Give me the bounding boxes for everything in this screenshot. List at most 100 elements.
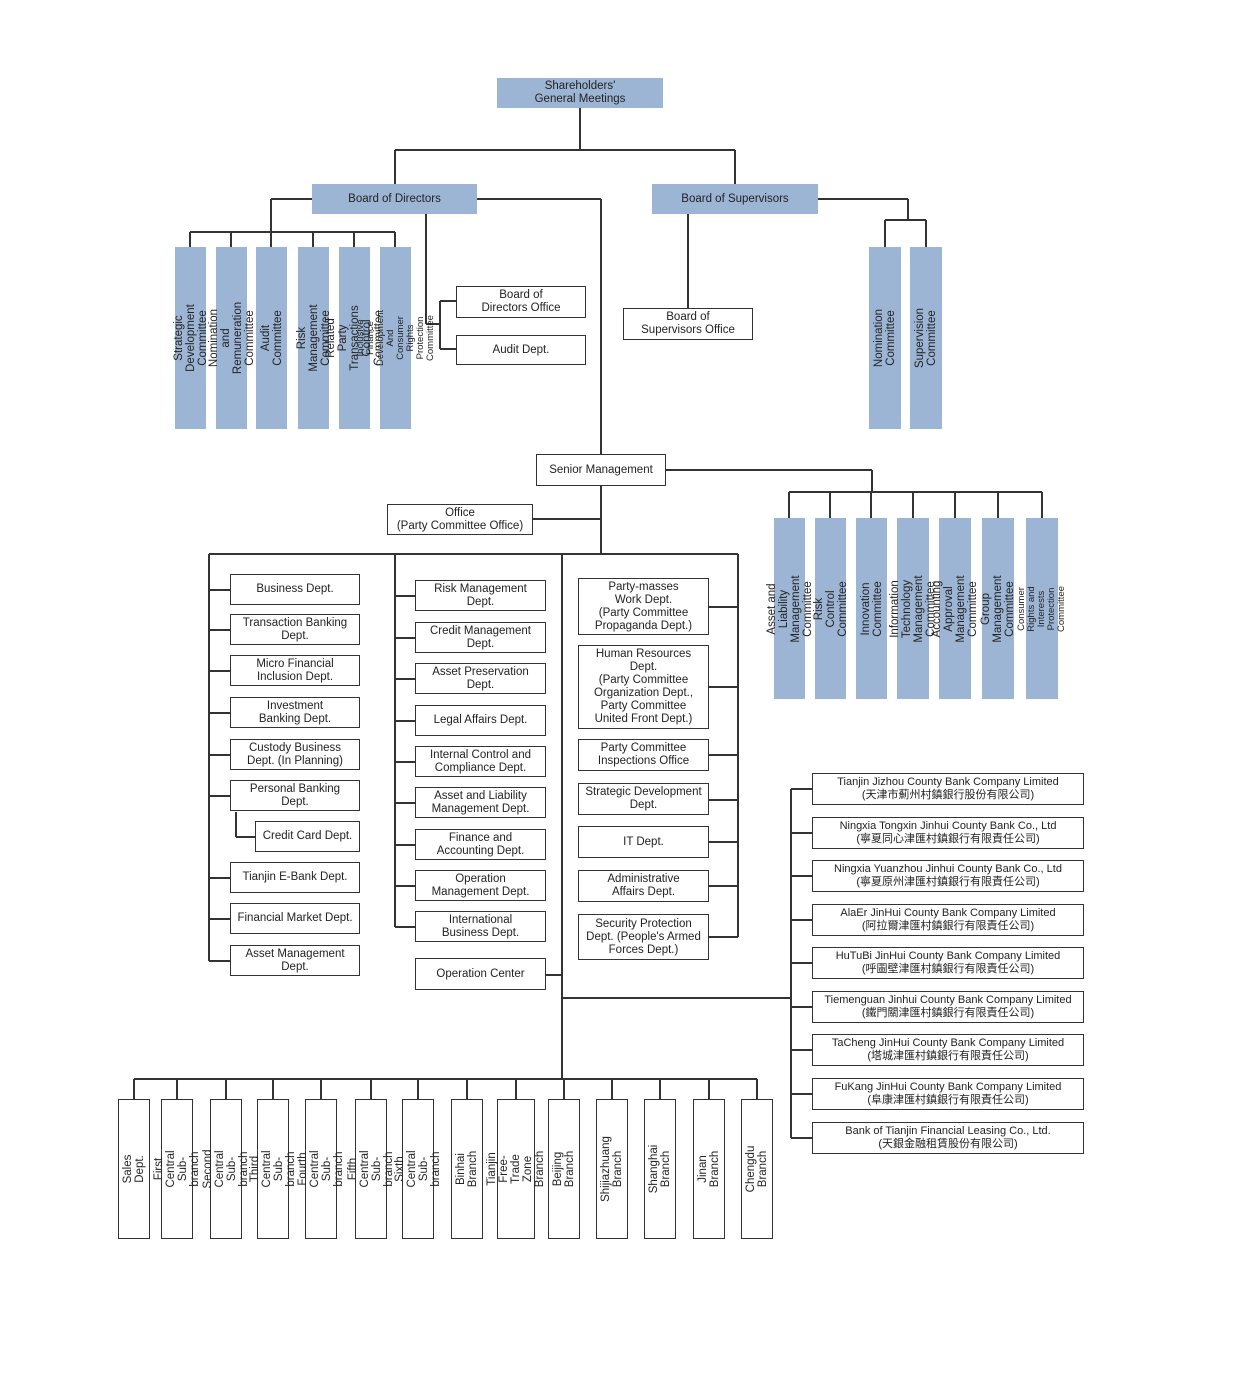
- committee-label: Nomination and Remuneration Committee: [207, 301, 256, 375]
- board-of-directors-office: Board of Directors Office: [456, 286, 586, 318]
- dept-box: IT Dept.: [578, 826, 709, 858]
- branch-label: Fourth Central Sub-branch: [297, 1150, 345, 1188]
- board-committee: Nomination and Remuneration Committee: [208, 247, 256, 429]
- dept-box: Business Dept.: [230, 574, 360, 605]
- audit-dept: Audit Dept.: [456, 335, 586, 365]
- dept-box: Personal Banking Dept.: [230, 780, 360, 811]
- branch-label: Shijiazhuang Branch: [600, 1136, 624, 1202]
- committee-label: Nomination Committee: [873, 308, 897, 368]
- branch-box: First Central Sub-branch: [153, 1099, 201, 1239]
- branch-label: Tianjin Free-Trade Zone Branch: [486, 1150, 546, 1188]
- dept-box: Party Committee Inspections Office: [578, 739, 709, 771]
- committee-label: Supervision Committee: [914, 307, 938, 369]
- board-committee: Strategic Development Committee: [172, 247, 209, 429]
- dept-box: Asset Preservation Dept.: [415, 663, 546, 694]
- dept-box: Legal Affairs Dept.: [415, 705, 546, 736]
- supervisor-committee: Supervision Committee: [910, 247, 942, 429]
- management-committee: Accounting Approval Management Committee: [931, 518, 979, 699]
- branch-box: Binhai Branch: [451, 1099, 483, 1239]
- branch-box: Second Central Sub-branch: [202, 1099, 250, 1239]
- branch-box: Jinan Branch: [693, 1099, 725, 1239]
- branch-box: Fifth Central Sub-branch: [347, 1099, 395, 1239]
- branch-box: Third Central Sub-branch: [249, 1099, 297, 1239]
- branch-label: First Central Sub-branch: [153, 1150, 201, 1188]
- board-of-supervisors: Board of Supervisors: [652, 184, 818, 214]
- dept-box: Asset and Liability Management Dept.: [415, 787, 546, 818]
- committee-label: Accounting Approval Management Committee: [931, 574, 979, 643]
- dept-box: Administrative Affairs Dept.: [578, 870, 709, 902]
- subsidiary-box: HuTuBi JinHui County Bank Company Limite…: [812, 947, 1084, 979]
- management-committee: Consumer Rights and Interests Protection…: [1016, 518, 1067, 699]
- branch-label: Shanghai Branch: [648, 1144, 672, 1194]
- subsidiary-box: TaCheng JinHui County Bank Company Limit…: [812, 1034, 1084, 1066]
- branch-label: Sales Dept.: [122, 1154, 146, 1184]
- branch-label: Binhai Branch: [455, 1150, 479, 1188]
- dept-box: Investment Banking Dept.: [230, 697, 360, 728]
- board-committee: Related Party Transactions Control Commi…: [325, 247, 385, 429]
- committee-label: Innovation Committee: [859, 580, 884, 637]
- dept-box: Security Protection Dept. (People's Arme…: [578, 914, 709, 960]
- subsidiary-box: Bank of Tianjin Financial Leasing Co., L…: [812, 1122, 1084, 1154]
- committee-label: Group Management Committee: [980, 574, 1016, 643]
- committee-label: Risk Control Committee: [812, 580, 849, 637]
- branch-label: Beijing Branch: [552, 1150, 576, 1188]
- board-committee: Risk Management Committee: [296, 247, 332, 429]
- subsidiary-box: FuKang JinHui County Bank Company Limite…: [812, 1078, 1084, 1110]
- branch-box: Sales Dept.: [118, 1099, 150, 1239]
- dept-box: Tianjin E-Bank Dept.: [230, 862, 360, 893]
- branch-label: Third Central Sub-branch: [249, 1150, 297, 1188]
- management-committee: Innovation Committee: [856, 518, 887, 699]
- management-committee: Group Management Committee: [980, 518, 1016, 699]
- dept-box: International Business Dept.: [415, 911, 546, 942]
- branch-box: Chengdu Branch: [741, 1099, 773, 1239]
- senior-management: Senior Management: [536, 454, 666, 486]
- branch-box: Tianjin Free-Trade Zone Branch: [486, 1099, 546, 1239]
- committee-label: Strategic Development Committee: [172, 304, 209, 372]
- dept-box: Risk Management Dept.: [415, 580, 546, 611]
- branch-box: Shanghai Branch: [644, 1099, 676, 1239]
- branch-label: Jinan Branch: [697, 1150, 721, 1188]
- committee-label: Audit Committee: [259, 310, 284, 366]
- subsidiary-box: Tiemenguan Jinhui County Bank Company Li…: [812, 991, 1084, 1023]
- branch-box: Sixth Central Sub-branch: [394, 1099, 442, 1239]
- dept-box: Party-masses Work Dept. (Party Committee…: [578, 578, 709, 635]
- operation-center: Operation Center: [415, 958, 546, 990]
- office-party-committee: Office (Party Committee Office): [387, 504, 533, 535]
- supervisor-committee: Nomination Committee: [869, 247, 901, 429]
- subsidiary-box: Ningxia Tongxin Jinhui County Bank Co., …: [812, 817, 1084, 849]
- branch-box: Shijiazhuang Branch: [596, 1099, 628, 1239]
- dept-box: Strategic Development Dept.: [578, 783, 709, 815]
- dept-box: Micro Financial Inclusion Dept.: [230, 655, 360, 686]
- subsidiary-box: AlaEr JinHui County Bank Company Limited…: [812, 904, 1084, 936]
- branch-label: Chengdu Branch: [745, 1145, 769, 1193]
- branch-label: Sixth Central Sub-branch: [394, 1150, 442, 1188]
- management-committee: Information Technology Management Commit…: [889, 518, 937, 699]
- board-of-directors: Board of Directors: [312, 184, 477, 214]
- management-committee: Asset and Liability Management Committee: [766, 518, 814, 699]
- board-committee: Inclusive Finance Development And Consum…: [355, 247, 436, 429]
- subsidiary-box: Tianjin Jizhou County Bank Company Limit…: [812, 773, 1084, 805]
- board-of-supervisors-office: Board of Supervisors Office: [623, 308, 753, 340]
- committee-label: Inclusive Finance Development And Consum…: [354, 310, 436, 366]
- dept-box: Financial Market Dept.: [230, 903, 360, 934]
- dept-box: Custody Business Dept. (In Planning): [230, 739, 360, 770]
- dept-box: Transaction Banking Dept.: [230, 614, 360, 645]
- branch-label: Second Central Sub-branch: [202, 1149, 250, 1189]
- board-committee: Audit Committee: [256, 247, 287, 429]
- branch-box: Fourth Central Sub-branch: [297, 1099, 345, 1239]
- dept-box: Human Resources Dept. (Party Committee O…: [578, 645, 709, 729]
- dept-box: Asset Management Dept.: [230, 945, 360, 976]
- committee-label: Consumer Rights and Interests Protection…: [1016, 585, 1067, 632]
- dept-box: Finance and Accounting Dept.: [415, 829, 546, 860]
- committee-label: Asset and Liability Management Committee: [765, 574, 814, 643]
- shareholders-general-meetings: Shareholders' General Meetings: [497, 78, 663, 108]
- dept-box: Operation Management Dept.: [415, 870, 546, 901]
- dept-box: Credit Card Dept.: [255, 821, 360, 852]
- branch-label: Fifth Central Sub-branch: [347, 1150, 395, 1188]
- management-committee: Risk Control Committee: [812, 518, 849, 699]
- committee-label: Information Technology Management Commit…: [889, 574, 937, 643]
- branch-box: Beijing Branch: [548, 1099, 580, 1239]
- dept-box: Internal Control and Compliance Dept.: [415, 746, 546, 777]
- subsidiary-box: Ningxia Yuanzhou Jinhui County Bank Co.,…: [812, 860, 1084, 892]
